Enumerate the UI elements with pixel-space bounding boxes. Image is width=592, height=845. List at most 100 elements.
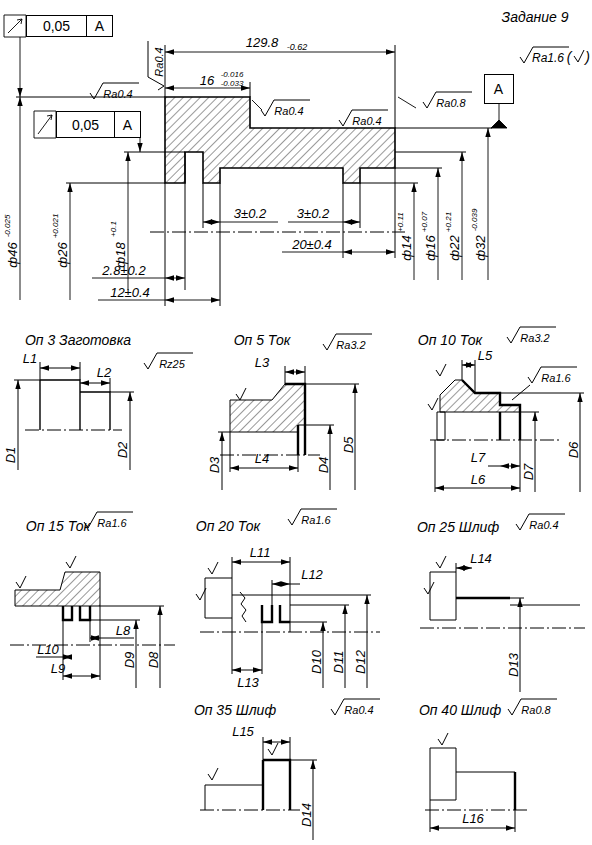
- dimension-label: L2: [97, 366, 111, 379]
- dimension-label: D3: [208, 457, 221, 474]
- roughness-mark: [288, 509, 337, 525]
- operation-title: Оп 10 Ток: [418, 333, 482, 347]
- dimension-label: -0.62: [287, 43, 308, 52]
- operation-title: Оп 15 Ток: [26, 519, 90, 533]
- tolerance-frame: 0,05A: [56, 111, 141, 138]
- dimension-label: L7: [471, 451, 485, 464]
- roughness-mark: [574, 50, 584, 62]
- dimension-label: Ra0.4: [352, 116, 381, 127]
- roughness-symbols: [16, 41, 584, 780]
- roughness-mark: [196, 588, 206, 600]
- dimension-label: Ra0.4: [529, 520, 558, 531]
- dimension-label: Ra0.8: [521, 705, 550, 716]
- dimension-label: 129.8: [246, 36, 279, 49]
- roughness-mark: [261, 100, 310, 116]
- dimension-lines: [4, 15, 507, 300]
- dimension-label: ф26: [56, 242, 69, 267]
- roughness-mark: [331, 699, 380, 715]
- dimension-label: ф32: [474, 235, 487, 260]
- dimension-label: L15: [232, 725, 254, 738]
- dimension-label: L6: [471, 473, 485, 486]
- roughness-mark: [208, 562, 218, 574]
- roughness-mark: [428, 398, 438, 410]
- roughness-mark: [508, 699, 557, 715]
- frame-cell: A: [86, 16, 112, 36]
- dimension-label: L11: [250, 546, 271, 559]
- dimension-label: -0.039: [471, 209, 479, 232]
- dimension-label: ): [585, 50, 590, 64]
- dimension-label: L9: [51, 662, 65, 675]
- operation-title: Оп 3 Заготовка: [25, 333, 131, 347]
- dimension-label: -0.016: [221, 71, 244, 79]
- dimension-label: Ra3.2: [520, 333, 549, 344]
- dimension-label: 16: [200, 74, 214, 87]
- dimension-label: +0.11: [397, 212, 405, 232]
- dimension-label: Ra0.4: [274, 106, 303, 117]
- main-part: [16, 45, 492, 306]
- dimension-label: +0.21: [445, 212, 453, 232]
- dimension-label: Rz25: [159, 359, 185, 370]
- dimension-label: D11: [332, 651, 345, 674]
- dimension-label: 3±0.2: [234, 207, 266, 220]
- dimension-label: L3: [255, 356, 269, 369]
- roughness-mark: [423, 92, 472, 108]
- dimension-label: L5: [478, 349, 492, 362]
- operation-title: Задание 9: [502, 10, 569, 24]
- operation-title: Оп 25 Шлиф: [417, 520, 499, 534]
- dimension-label: -0.025: [4, 215, 12, 238]
- roughness-mark: [90, 83, 139, 99]
- dimension-label: L13: [237, 676, 259, 689]
- dimension-label: D2: [116, 442, 129, 459]
- dimension-label: Ra1.6: [532, 52, 564, 64]
- dimension-label: 20±0.4: [292, 238, 332, 251]
- roughness-mark: [16, 576, 26, 588]
- roughness-mark: [528, 367, 577, 383]
- roughness-mark: [424, 582, 434, 594]
- dimension-label: ф46: [6, 242, 19, 267]
- roughness-mark: [208, 768, 218, 780]
- dimension-label: Ra1.6: [301, 515, 330, 526]
- roughness-mark: [520, 47, 569, 63]
- operation-title: Оп 5 Ток: [234, 333, 291, 347]
- dimension-label: Ra0.4: [344, 705, 373, 716]
- roughness-mark: [436, 556, 446, 568]
- roughness-mark: [268, 743, 278, 755]
- dimension-label: Ra0.8: [436, 98, 465, 109]
- roughness-mark: [438, 733, 448, 745]
- operation-title: Оп 35 Шлиф: [194, 703, 276, 717]
- dimension-label: L10: [37, 643, 59, 656]
- dimension-label: ф14: [400, 235, 413, 260]
- dimension-label: 2.8±0.2: [102, 264, 145, 277]
- dimension-label: L1: [23, 352, 37, 365]
- dimension-label: 12±0.4: [110, 286, 150, 299]
- dimension-label: D12: [354, 650, 367, 674]
- frame-cell: A: [485, 75, 512, 103]
- dimension-label: D5: [342, 437, 355, 454]
- roughness-mark: [84, 512, 133, 528]
- dimension-label: 3±0.2: [297, 207, 329, 220]
- dimension-label: D7: [522, 464, 535, 481]
- dimension-label: D4: [317, 457, 330, 474]
- dimension-label: +0.07: [421, 212, 429, 232]
- roughness-mark: [507, 327, 556, 343]
- dimension-label: L14: [470, 552, 492, 565]
- roughness-mark: [436, 364, 446, 376]
- dimension-label: Ra0.4: [154, 47, 165, 76]
- dimension-label: +0.021: [52, 214, 60, 239]
- dimension-label: Ra0.4: [103, 89, 132, 100]
- dimension-label: D1: [4, 447, 17, 464]
- frame-cell: 0,05: [27, 16, 86, 36]
- dimension-label: L16: [462, 812, 484, 825]
- dimension-label: -0.033: [221, 80, 244, 88]
- roughness-mark: [323, 334, 372, 350]
- operation-title: Оп 40 Шлиф: [419, 703, 501, 717]
- dimension-label: L12: [301, 568, 323, 581]
- roughness-mark: [66, 556, 76, 568]
- tolerance-frame: 0,05A: [26, 15, 113, 37]
- roughness-mark: [236, 388, 246, 400]
- dimension-label: L4: [255, 452, 269, 465]
- dimension-label: ф16: [424, 235, 437, 260]
- dimension-label: Ra3.2: [336, 340, 365, 351]
- dimension-label: D14: [300, 803, 313, 827]
- frame-cell: A: [114, 112, 140, 137]
